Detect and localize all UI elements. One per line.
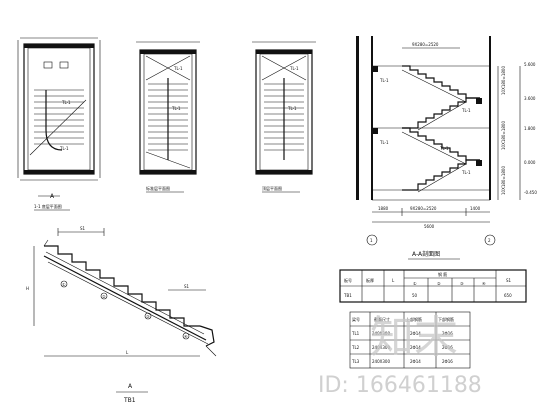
callout-s1-top: S1 — [80, 226, 86, 231]
th-bar-3: ③ — [460, 281, 464, 286]
level-3600: 3.600 — [524, 96, 536, 101]
axis-bubble-2 — [484, 234, 496, 246]
callout-bar-2: ② — [102, 294, 106, 299]
plan-view-3: TL-1 TL-1 顶层平面图 — [252, 41, 316, 193]
reinforcement-table: 板号 板厚 L 钢 筋 ① ② ③ ④ S1 TB1 50 650 梁号 截面尺… — [339, 269, 527, 369]
watermark-id: ID: 166461188 — [318, 373, 482, 398]
level-1800: 1.800 — [524, 126, 536, 131]
stair-detail-tb1: S1 S1 H L ① ② ③ ④ A TB1 — [26, 226, 217, 404]
beam-td-tl1-bottom: 2Φ16 — [442, 331, 453, 336]
stair-detail-sublabel: TB1 — [123, 397, 136, 404]
beam-td-tl3-id: TL3 — [351, 359, 360, 364]
section-stair-flight-1 — [402, 65, 480, 99]
plan-view-2: TL-1 TL-1 标准层平面图 — [136, 41, 200, 193]
level-5600: 5.600 — [524, 62, 536, 67]
section-right-dim-1: 10X180=1800 — [501, 66, 506, 95]
beam-td-tl1-section: 240X300 — [372, 331, 390, 336]
plan-2-title: 标准层平面图 — [146, 185, 170, 191]
beam-td-tl2-id: TL2 — [351, 345, 360, 350]
plan-1-axis-label: A — [50, 193, 55, 200]
plan-3-landing-label: TL-1 — [289, 66, 299, 71]
beam-th-bottom: 下部钢筋 — [438, 316, 454, 322]
callout-bar-1: ① — [62, 282, 66, 287]
beam-td-tl2-bottom: 2Φ16 — [442, 345, 453, 350]
section-stair-flight-3 — [402, 127, 480, 161]
section-beam-label-4: TL-1 — [461, 170, 471, 175]
bar-marker-4 — [182, 332, 190, 340]
beam-td-tl1-top: 2Φ14 — [410, 331, 421, 336]
axis-label-1: 1 — [370, 238, 373, 243]
th-board-no: 板号 — [344, 277, 352, 283]
bar-marker-2 — [100, 292, 108, 300]
section-right-dim-2: 10X180=1800 — [501, 121, 506, 150]
section-title: A-A剖面图 — [412, 250, 440, 258]
th-bar-4: ④ — [482, 281, 486, 286]
section-dim-bottom-1: 1880 — [378, 206, 389, 211]
section-total-width: 5600 — [424, 224, 435, 229]
level-0000: 0.000 — [524, 160, 536, 165]
beam-td-tl3-top: 2Φ14 — [410, 359, 421, 364]
plan-3-beam-label: TL-1 — [287, 106, 297, 111]
th-bar-1: ① — [413, 281, 417, 286]
th-length: L — [392, 278, 395, 283]
td-tb1-name: TB1 — [343, 293, 352, 298]
th-rebar-group: 钢 筋 — [438, 271, 447, 277]
th-s1: S1 — [506, 278, 512, 283]
td-tb1-s1: 650 — [504, 293, 512, 298]
section-dim-bottom-3: 1400 — [470, 206, 481, 211]
stair-profile — [44, 245, 200, 327]
plan-1-landing-label: TL-1 — [61, 100, 71, 105]
callout-s1-right: S1 — [184, 284, 190, 289]
callout-h: H — [26, 286, 29, 291]
axis-label-2: 2 — [488, 238, 491, 243]
level-minus-0450: -0.450 — [524, 190, 537, 195]
section-beam-label-2: TL-1 — [461, 108, 471, 113]
section-dim-bottom-2: 9X280=2520 — [410, 206, 437, 211]
beam-td-tl2-section: 240X300 — [372, 345, 390, 350]
section-beam-label-5: TL-1 — [439, 146, 449, 151]
beam-th-section: 截面尺寸 — [374, 316, 390, 322]
callout-bar-4: ④ — [184, 334, 188, 339]
section-dim-top: 9X280=2520 — [412, 42, 439, 47]
td-tb1-bar1: 50 — [412, 293, 418, 298]
plan-view-1: A 1-1 底层平面图 TL-1 TL-1 — [17, 37, 101, 211]
callout-bar-3: ③ — [146, 314, 150, 319]
beam-td-tl3-section: 240X300 — [372, 359, 390, 364]
section-beam-label-1: TL-1 — [379, 78, 389, 83]
stair-detail-label: A — [128, 383, 133, 390]
callout-l: L — [126, 350, 129, 355]
beam-td-tl2-top: 2Φ14 — [410, 345, 421, 350]
plan-1-title: 1-1 底层平面图 — [34, 203, 62, 209]
section-stair-flight-2 — [402, 97, 480, 129]
beam-td-tl1-id: TL1 — [351, 331, 360, 336]
plan-2-landing-label: TL-1 — [173, 66, 183, 71]
bar-marker-1 — [60, 280, 68, 288]
section-right-dim-3: 10X180=1800 — [501, 166, 506, 195]
section-stair-flight-4 — [402, 159, 480, 191]
plan-2-beam-label: TL-1 — [171, 106, 181, 111]
plan-1-beam-label: TL-1 — [59, 146, 69, 151]
watermark-logo: 知末 — [370, 312, 458, 363]
th-thickness: 板厚 — [366, 277, 374, 283]
beam-th-top: 上部钢筋 — [406, 316, 422, 322]
plan-3-title: 顶层平面图 — [262, 185, 282, 191]
axis-bubble-1 — [366, 234, 378, 246]
watermark: 知末 ID: 166461188 — [318, 312, 482, 398]
beam-td-tl3-bottom: 2Φ16 — [442, 359, 453, 364]
section-a-a: TL-1 TL-1 TL-1 TL-1 TL-1 9X280=2520 10X1… — [356, 36, 537, 260]
section-beam-label-3: TL-1 — [379, 140, 389, 145]
beam-th-id: 梁号 — [352, 316, 360, 322]
bar-marker-3 — [144, 312, 152, 320]
th-bar-2: ② — [437, 281, 441, 286]
